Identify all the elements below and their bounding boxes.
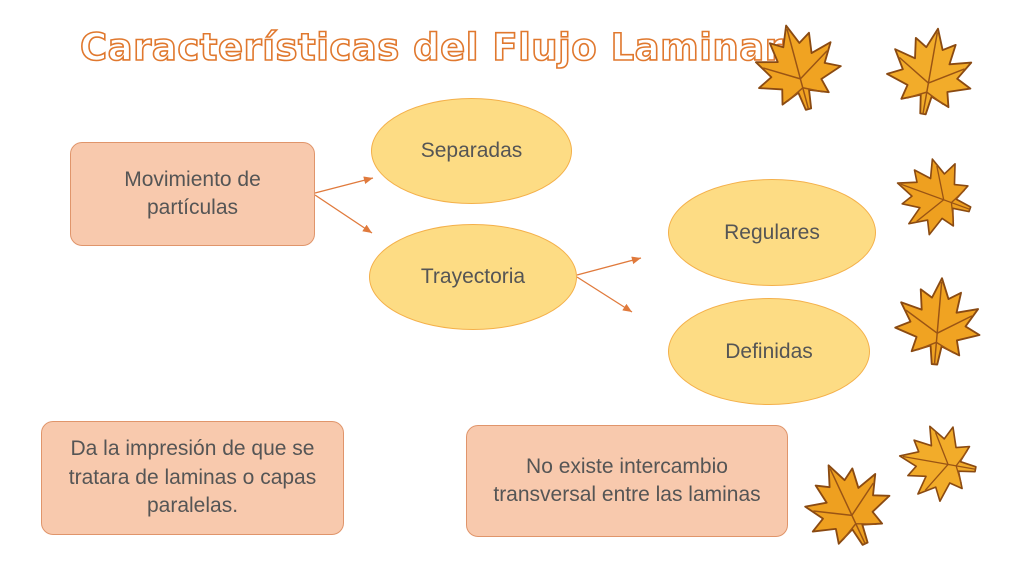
node-definidas-label: Definidas	[725, 339, 813, 363]
slide-title: Características del Flujo Laminar:	[79, 25, 799, 70]
maple-leaf-icon	[894, 277, 981, 366]
arrow-trayectoria-regulares	[576, 256, 642, 276]
node-trayectoria: Trayectoria	[369, 224, 577, 330]
node-separadas-label: Separadas	[420, 139, 523, 162]
maple-leaf-icon	[886, 27, 973, 116]
node-movimiento: Movimiento de partículas	[70, 142, 315, 246]
maple-leaf-icon	[754, 24, 842, 111]
arrow-movimiento-separadas	[314, 176, 374, 194]
note-impresion: Da la impresión de que se tratara de lam…	[41, 421, 344, 535]
maple-leaf-icon	[896, 158, 972, 236]
node-movimiento-label: Movimiento de partículas	[124, 167, 261, 219]
node-separadas: Separadas	[371, 98, 572, 204]
node-regulares: Regulares	[668, 179, 876, 286]
node-definidas: Definidas	[668, 298, 870, 405]
arrow-trayectoria-definidas	[576, 276, 633, 313]
node-trayectoria-label: Trayectoria	[420, 265, 526, 288]
maple-leaf-icon	[898, 425, 977, 503]
node-regulares-label: Regulares	[724, 220, 820, 244]
arrow-movimiento-trayectoria	[314, 194, 373, 234]
maple-leaf-icon	[804, 464, 891, 546]
note-intercambio: No existe intercambio transversal entre …	[466, 425, 788, 537]
note-intercambio-text: No existe intercambio transversal entre …	[493, 454, 761, 506]
note-impresion-text: Da la impresión de que se tratara de lam…	[68, 437, 317, 518]
